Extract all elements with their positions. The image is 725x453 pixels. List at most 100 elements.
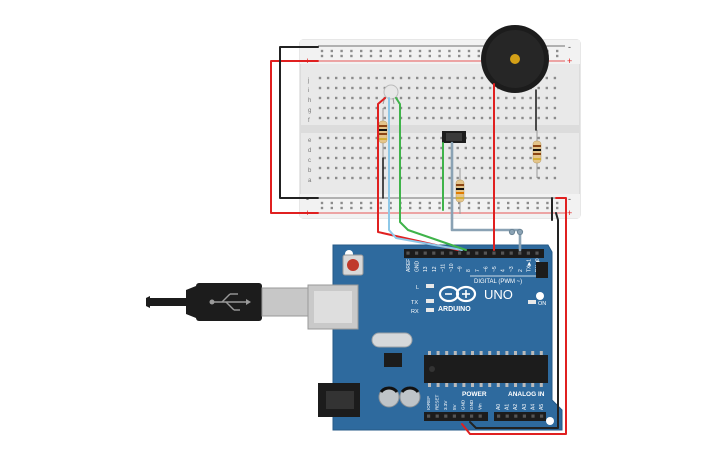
resistor-1 bbox=[378, 108, 388, 158]
row-letter-d: d bbox=[308, 148, 311, 154]
breadboard-hole bbox=[480, 156, 484, 160]
breadboard-hole bbox=[326, 176, 330, 180]
rail-hole bbox=[428, 49, 431, 53]
breadboard-hole bbox=[513, 96, 516, 100]
breadboard-hole bbox=[545, 86, 548, 90]
breadboard-hole bbox=[513, 136, 516, 140]
rail-hole bbox=[526, 201, 529, 205]
rail-hole bbox=[438, 201, 441, 205]
rail-minus-label-bottom-right: - bbox=[568, 194, 571, 204]
analog-pin-label: A3 bbox=[522, 404, 528, 410]
breadboard-hole bbox=[480, 106, 484, 110]
breadboard-hole bbox=[407, 136, 411, 140]
header-pin bbox=[526, 251, 530, 255]
digital-pin-label: 4 bbox=[501, 269, 507, 272]
breadboard-hole bbox=[335, 106, 338, 110]
chip-pin bbox=[531, 383, 535, 387]
rail-hole bbox=[330, 49, 333, 53]
chip-pin bbox=[488, 383, 492, 387]
chip-pin bbox=[471, 383, 474, 387]
rail-hole bbox=[350, 49, 353, 53]
breadboard-hole bbox=[529, 96, 532, 100]
rail-hole bbox=[409, 54, 412, 58]
arduino-logo bbox=[438, 285, 477, 303]
breadboard-hole bbox=[424, 106, 427, 110]
rail-hole bbox=[467, 54, 471, 58]
led-tx-label: TX bbox=[411, 300, 418, 306]
breadboard-hole bbox=[367, 106, 370, 110]
rail-hole bbox=[536, 201, 539, 205]
breadboard-hole bbox=[359, 116, 362, 120]
rail-hole bbox=[487, 206, 490, 210]
breadboard-hole bbox=[472, 176, 476, 180]
usb-cable-end bbox=[146, 296, 150, 308]
rail-hole bbox=[467, 201, 471, 205]
led-l bbox=[426, 284, 434, 288]
chip-pin bbox=[453, 383, 457, 387]
rail-hole bbox=[389, 49, 392, 53]
breadboard-hole bbox=[383, 116, 386, 120]
row-letter-b: b bbox=[308, 168, 312, 174]
wire-green-led bbox=[395, 97, 467, 251]
wire-black-left-rail bbox=[279, 46, 319, 199]
rail-hole bbox=[526, 206, 529, 210]
breadboard-hole bbox=[488, 116, 492, 120]
rail-hole bbox=[418, 54, 422, 58]
reset-button-cap[interactable] bbox=[347, 259, 359, 271]
breadboard-hole bbox=[440, 116, 443, 120]
breadboard-hole bbox=[456, 166, 459, 170]
breadboard-hole bbox=[505, 166, 508, 170]
breadboard-hole bbox=[537, 106, 540, 110]
breadboard-hole bbox=[359, 136, 362, 140]
breadboard-hole bbox=[497, 166, 500, 170]
piezo-buzzer bbox=[481, 25, 549, 93]
breadboard-hole bbox=[464, 176, 467, 180]
breadboard-hole bbox=[553, 116, 557, 120]
breadboard-hole bbox=[367, 96, 370, 100]
breadboard-hole bbox=[424, 86, 427, 90]
breadboard-hole bbox=[497, 106, 500, 110]
breadboard-hole bbox=[521, 146, 524, 150]
digital-pin-label: 2 bbox=[518, 269, 524, 272]
breadboard-hole bbox=[448, 106, 451, 110]
breadboard-hole bbox=[367, 166, 370, 170]
breadboard-hole bbox=[416, 86, 419, 90]
breadboard-hole bbox=[553, 156, 557, 160]
wire-red-5v bbox=[461, 197, 567, 435]
breadboard-hole bbox=[505, 106, 508, 110]
breadboard-hole bbox=[440, 96, 443, 100]
rail-hole bbox=[369, 201, 373, 205]
chip-pin bbox=[428, 351, 431, 355]
center-channel bbox=[300, 125, 580, 133]
breadboard-hole bbox=[351, 146, 354, 150]
rail-hole bbox=[330, 201, 333, 205]
breadboard-hole bbox=[448, 76, 451, 80]
breadboard-hole bbox=[480, 176, 484, 180]
breadboard-hole bbox=[472, 156, 476, 160]
breadboard-hole bbox=[326, 156, 330, 160]
breadboard-hole bbox=[529, 146, 532, 150]
breadboard-hole bbox=[448, 116, 451, 120]
breadboard-hole bbox=[513, 106, 516, 110]
breadboard-hole bbox=[432, 156, 435, 160]
rail-hole bbox=[340, 201, 343, 205]
breadboard-hole bbox=[448, 166, 451, 170]
breadboard-hole bbox=[456, 86, 459, 90]
pushbutton-top bbox=[446, 133, 462, 141]
breadboard-hole bbox=[464, 96, 467, 100]
breadboard-hole bbox=[480, 116, 484, 120]
breadboard-hole bbox=[456, 106, 459, 110]
digital-header bbox=[404, 249, 544, 258]
breadboard-hole bbox=[456, 96, 459, 100]
rail-hole bbox=[507, 201, 510, 205]
rail-hole bbox=[379, 201, 382, 205]
rail-hole bbox=[536, 206, 539, 210]
breadboard-hole bbox=[505, 176, 508, 180]
breadboard-hole bbox=[432, 86, 435, 90]
rail-hole bbox=[399, 49, 402, 53]
header-pin bbox=[478, 414, 482, 418]
header-pin bbox=[492, 251, 496, 255]
rail-hole bbox=[497, 206, 500, 210]
digital-pin-label: 7 bbox=[475, 269, 481, 272]
